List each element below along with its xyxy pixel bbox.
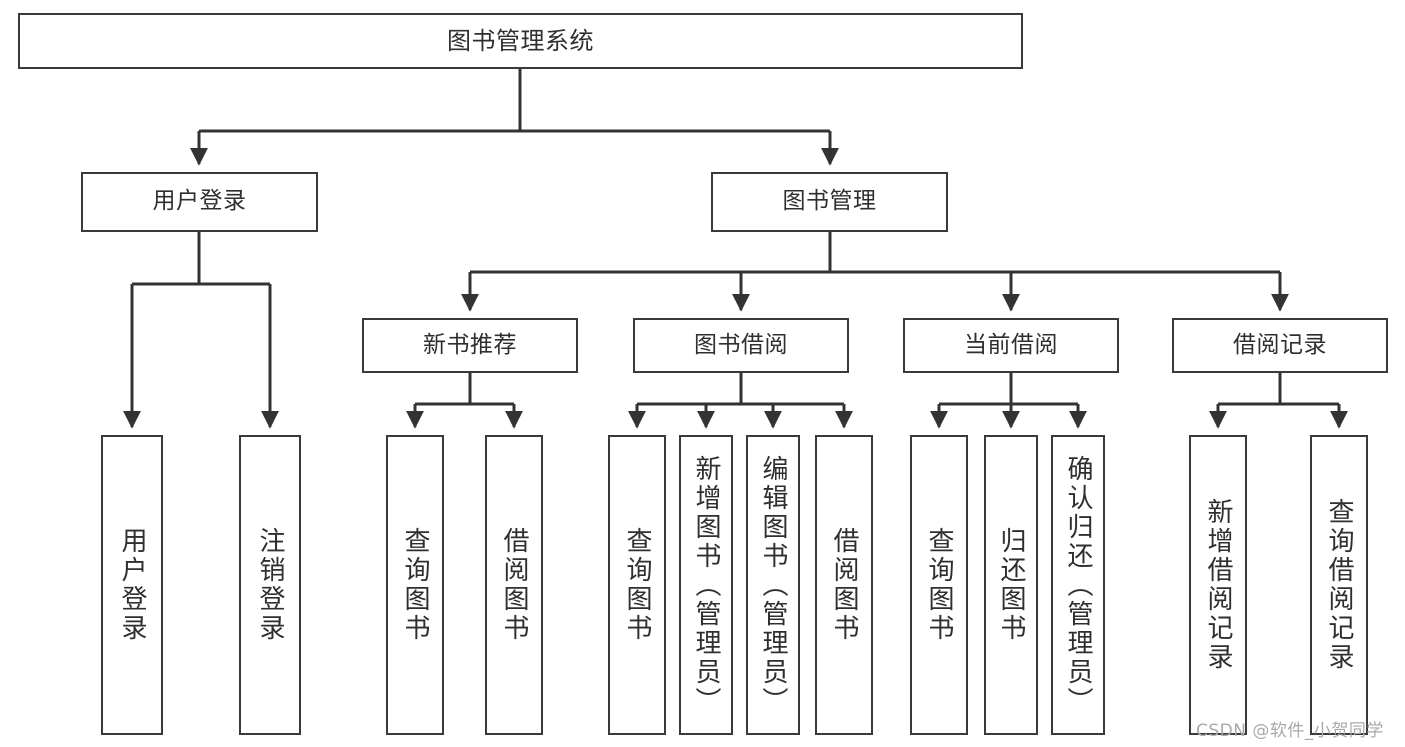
node-borrow-record[interactable]: 借阅记录 [1172, 318, 1388, 373]
node-leaf-edit-book-admin[interactable]: 编辑图书（管理员） [746, 435, 800, 735]
node-leaf-query-book-rec[interactable]: 查询图书 [386, 435, 444, 735]
node-new-book-rec-label: 新书推荐 [423, 331, 517, 358]
node-leaf-confirm-return-admin[interactable]: 确认归还（管理员） [1051, 435, 1105, 735]
node-book-borrow[interactable]: 图书借阅 [633, 318, 849, 373]
node-leaf-query-borrow-record-label: 查询借阅记录 [1324, 498, 1354, 672]
node-leaf-query-book-borrow[interactable]: 查询图书 [608, 435, 666, 735]
node-current-borrow-label: 当前借阅 [964, 331, 1058, 358]
node-leaf-user-login[interactable]: 用户登录 [101, 435, 163, 735]
csdn-watermark: CSDN @软件_小贺同学 [1196, 721, 1384, 741]
node-book-manage-label: 图书管理 [782, 188, 877, 215]
node-leaf-borrow-book-rec-label: 借阅图书 [499, 527, 529, 643]
node-book-manage[interactable]: 图书管理 [711, 172, 948, 232]
node-leaf-query-book-borrow-label: 查询图书 [622, 527, 652, 643]
node-leaf-user-logout[interactable]: 注销登录 [239, 435, 301, 735]
node-leaf-edit-book-admin-label: 编辑图书（管理员） [758, 454, 788, 716]
node-root[interactable]: 图书管理系统 [18, 13, 1023, 69]
node-borrow-record-label: 借阅记录 [1233, 331, 1327, 358]
node-root-label: 图书管理系统 [447, 26, 594, 55]
node-leaf-borrow-book[interactable]: 借阅图书 [815, 435, 873, 735]
node-leaf-borrow-book-label: 借阅图书 [829, 527, 859, 643]
node-current-borrow[interactable]: 当前借阅 [903, 318, 1119, 373]
node-leaf-return-book-label: 归还图书 [996, 527, 1026, 643]
node-user-login-label: 用户登录 [152, 188, 247, 215]
node-leaf-user-logout-label: 注销登录 [255, 527, 285, 643]
node-leaf-confirm-return-admin-label: 确认归还（管理员） [1063, 454, 1093, 716]
node-leaf-query-book-rec-label: 查询图书 [400, 527, 430, 643]
node-leaf-query-book-cur[interactable]: 查询图书 [910, 435, 968, 735]
node-book-borrow-label: 图书借阅 [694, 331, 788, 358]
node-leaf-add-borrow-record[interactable]: 新增借阅记录 [1189, 435, 1247, 735]
node-leaf-user-login-label: 用户登录 [117, 527, 147, 643]
node-leaf-query-borrow-record[interactable]: 查询借阅记录 [1310, 435, 1368, 735]
node-leaf-add-book-admin-label: 新增图书（管理员） [691, 454, 721, 716]
node-leaf-add-borrow-record-label: 新增借阅记录 [1203, 498, 1233, 672]
node-leaf-return-book[interactable]: 归还图书 [984, 435, 1038, 735]
node-user-login[interactable]: 用户登录 [81, 172, 318, 232]
node-leaf-borrow-book-rec[interactable]: 借阅图书 [485, 435, 543, 735]
node-leaf-query-book-cur-label: 查询图书 [924, 527, 954, 643]
node-new-book-rec[interactable]: 新书推荐 [362, 318, 578, 373]
node-leaf-add-book-admin[interactable]: 新增图书（管理员） [679, 435, 733, 735]
